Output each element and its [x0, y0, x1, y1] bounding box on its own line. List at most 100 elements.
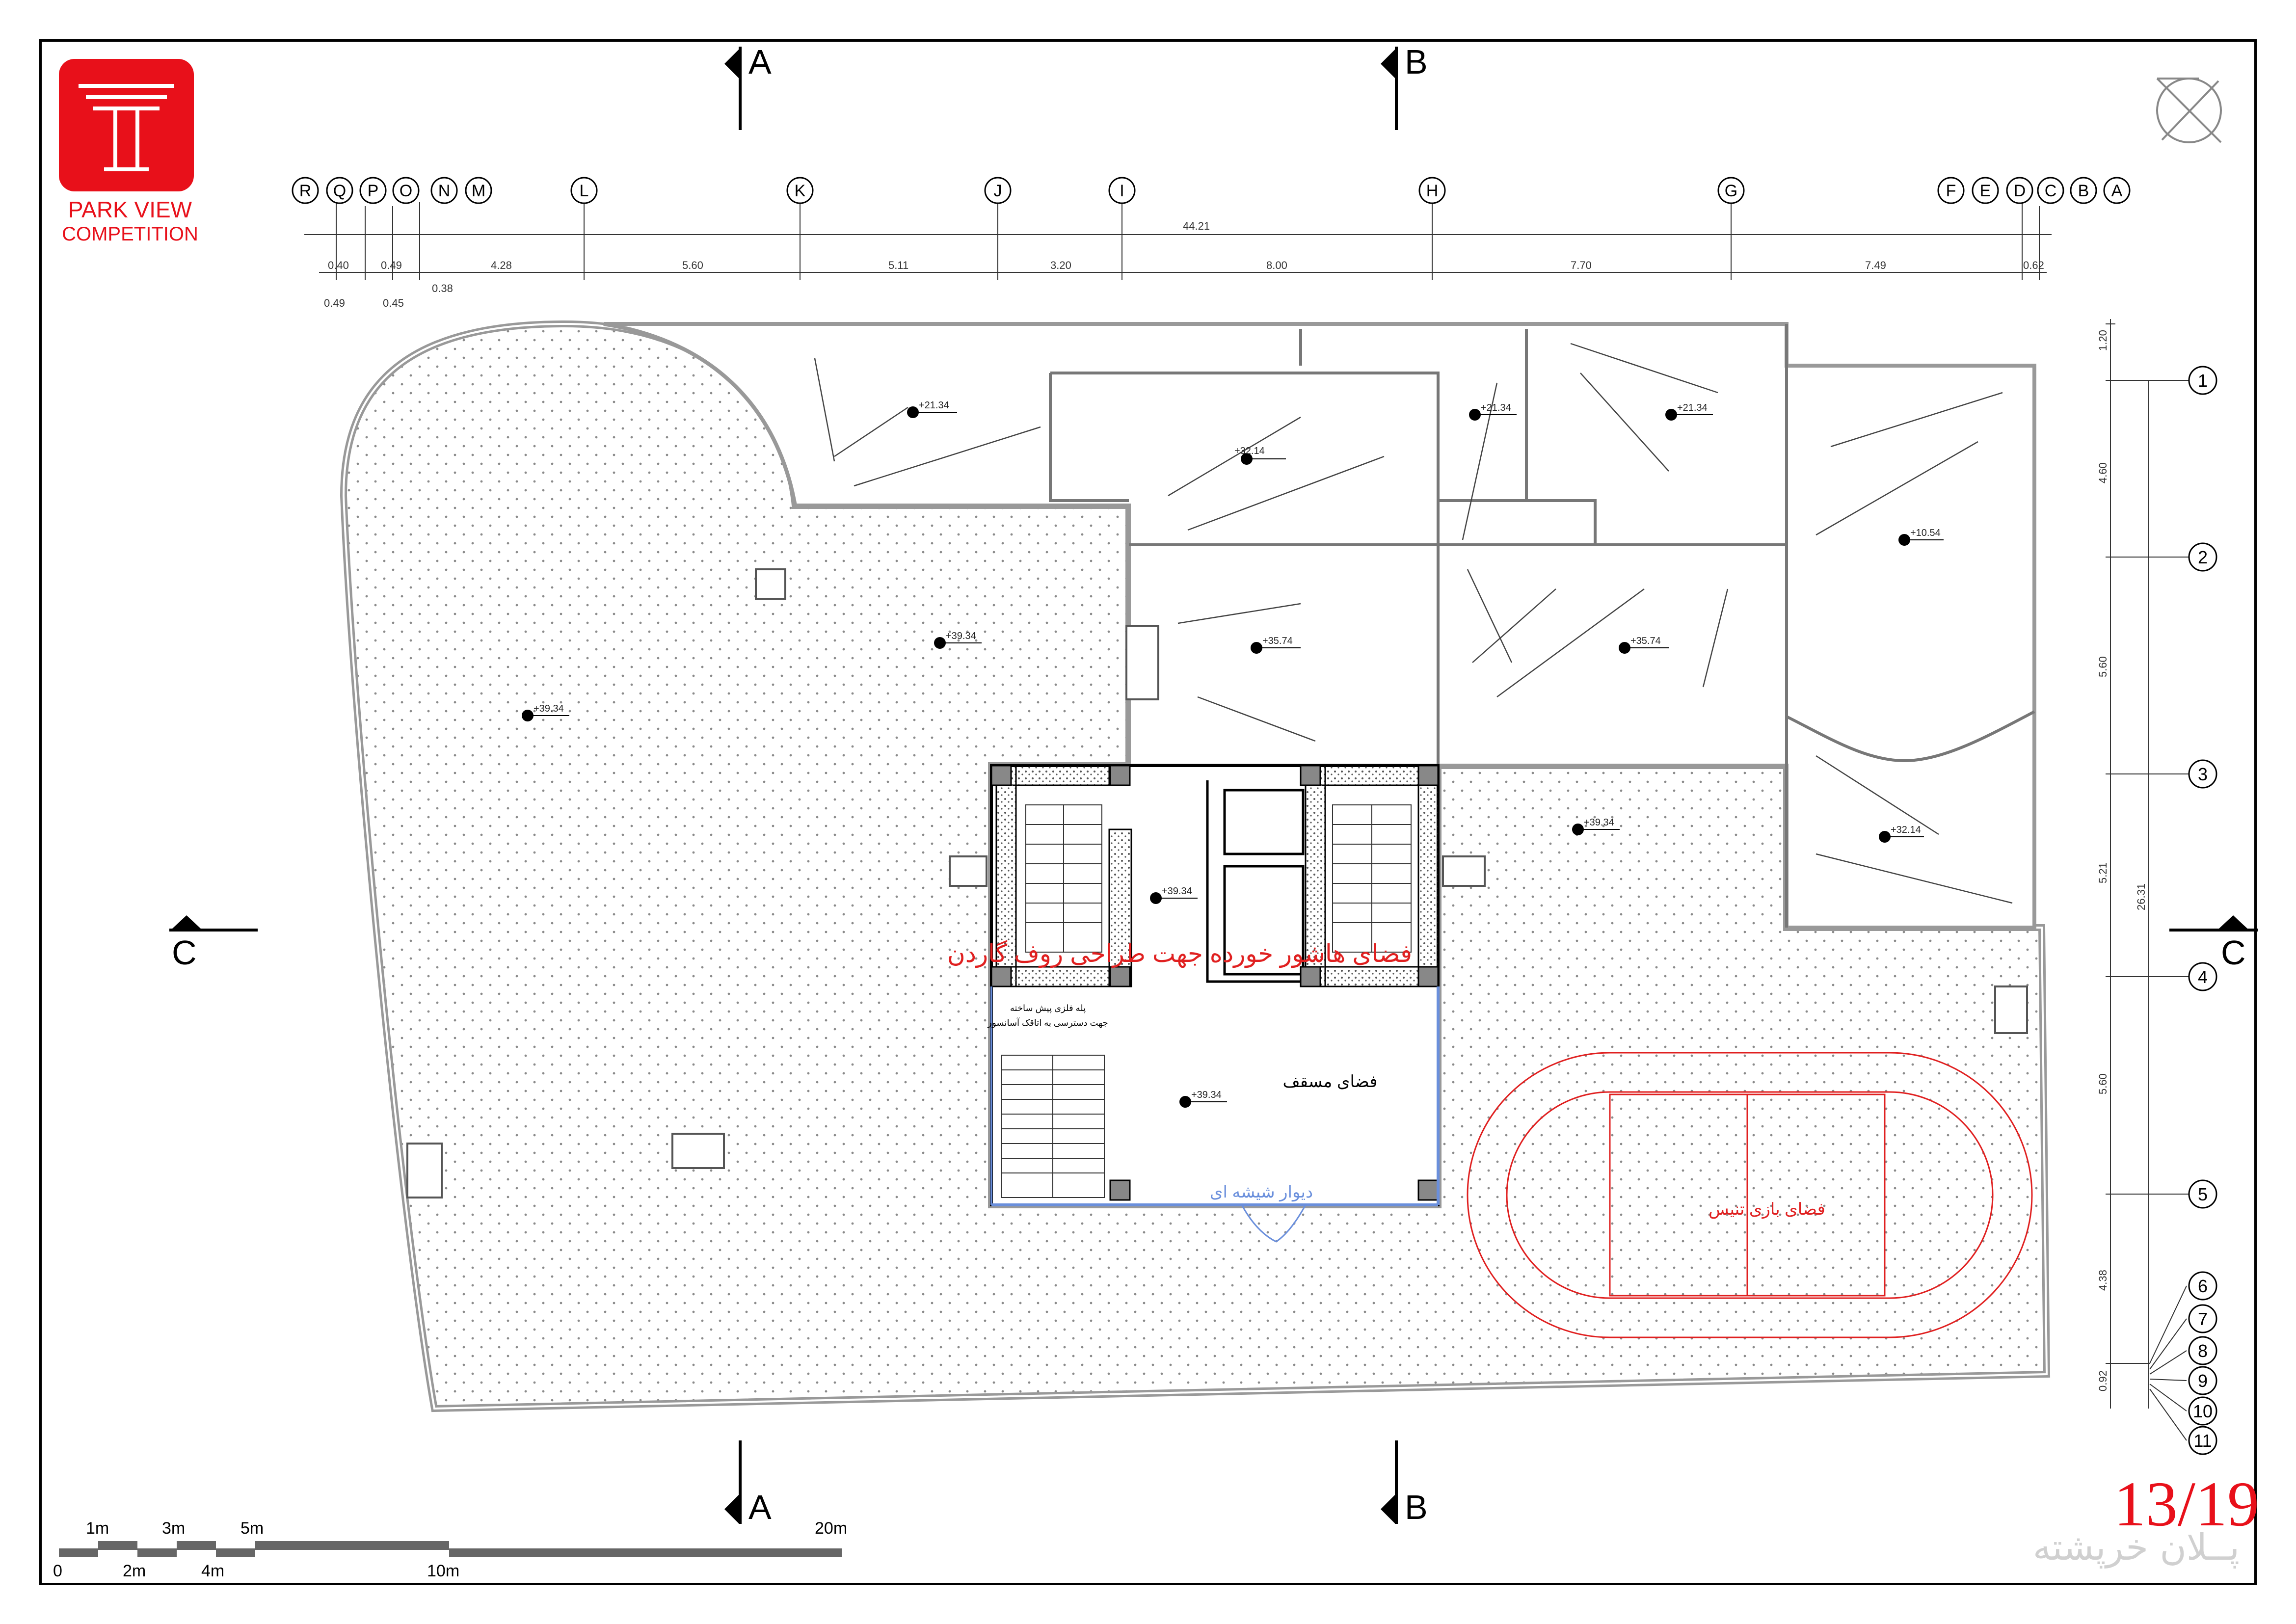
svg-text:O: O: [400, 182, 412, 200]
section-marker-a-top: A: [724, 43, 772, 130]
grid-bubble-7: 7: [2188, 1304, 2217, 1333]
scale-bar: 1m 3m 5m 20m 0 2m 4m 10m: [53, 1519, 847, 1580]
tennis-label: فضای بازی تنیس: [1709, 1200, 1825, 1219]
level-marker-icon: +10.54: [1898, 528, 1944, 546]
svg-text:4.60: 4.60: [2097, 462, 2109, 483]
north-arrow-icon: [2156, 78, 2222, 143]
top-dimension-texts: 44.21 0.40 0.49 4.28 5.60 5.11 3.20 8.00…: [324, 220, 2044, 309]
svg-text:11: 11: [2193, 1431, 2212, 1451]
svg-text:5m: 5m: [240, 1519, 264, 1538]
grid-column-bubbles: R Q P O N M L K J I H G F E D C B A: [292, 177, 2131, 204]
svg-text:0.40: 0.40: [328, 259, 349, 271]
svg-text:D: D: [2014, 182, 2026, 200]
grid-bubble-a: A: [2103, 177, 2131, 204]
section-label-a: A: [748, 1488, 772, 1526]
svg-text:+21.34: +21.34: [919, 400, 949, 411]
tennis-court: [1467, 1052, 2033, 1338]
logo-subtitle: COMPETITION: [62, 223, 198, 245]
level-marker-icon: +32.14: [1234, 446, 1286, 465]
grid-bubble-m: M: [465, 177, 492, 204]
right-dimension-chain: [2106, 319, 2189, 1441]
section-marker-b-top: B: [1381, 43, 1428, 130]
stair-note-1: پله فلزی پیش ساخته: [1010, 1003, 1086, 1013]
level-marker-icon: +21.34: [1665, 402, 1713, 421]
sheet-border: [39, 39, 2257, 1585]
svg-text:+39.34: +39.34: [1162, 886, 1192, 897]
sheet-number: 13/19: [2113, 1469, 2259, 1540]
level-markers: +21.34 +21.34 +21.34 +32.14 +10.54 +35.7…: [522, 400, 1944, 1108]
svg-text:5: 5: [2198, 1184, 2208, 1204]
svg-text:5.21: 5.21: [2097, 862, 2109, 883]
svg-text:M: M: [472, 182, 485, 200]
grid-bubble-r: R: [292, 177, 319, 204]
roof-garden-note: فضای هاشور خورده جهت طراحی روف گاردن: [947, 940, 1412, 968]
grid-bubble-f: F: [1937, 177, 1965, 204]
grid-bubble-l: L: [570, 177, 598, 204]
grid-bubble-o: O: [392, 177, 420, 204]
top-dimension-chain: [304, 202, 2052, 280]
svg-text:Q: Q: [333, 182, 346, 200]
svg-text:P: P: [368, 182, 379, 200]
svg-text:7.49: 7.49: [1865, 259, 1886, 271]
grid-bubble-1: 1: [2188, 366, 2217, 395]
svg-text:0.49: 0.49: [381, 259, 402, 271]
grid-bubble-h: H: [1418, 177, 1446, 204]
section-marker-c-left: C: [169, 915, 258, 972]
section-marker-b-bottom: B: [1381, 1440, 1428, 1526]
grid-bubble-k: K: [786, 177, 814, 204]
annotations: فضای هاشور خورده جهت طراحی روف گاردن پله…: [947, 940, 1825, 1219]
grid-bubble-5: 5: [2188, 1179, 2217, 1209]
grid-bubble-d: D: [2006, 177, 2033, 204]
svg-text:+35.74: +35.74: [1262, 636, 1293, 646]
svg-text:B: B: [2078, 182, 2089, 200]
grid-bubble-3: 3: [2188, 759, 2217, 789]
svg-text:0: 0: [53, 1562, 62, 1580]
level-marker-icon: +39.34: [934, 631, 982, 649]
svg-text:0.49: 0.49: [324, 297, 345, 309]
grid-row-bubbles: 1 2 3 4 5 6 7 8 9 10 11: [2188, 366, 2217, 1455]
svg-text:1.20: 1.20: [2097, 330, 2109, 351]
svg-text:5.60: 5.60: [2097, 656, 2109, 677]
svg-text:7: 7: [2198, 1309, 2208, 1329]
grid-bubble-n: N: [430, 177, 458, 204]
grid-bubble-10: 10: [2188, 1396, 2217, 1426]
logo-icon: [59, 59, 194, 191]
svg-text:3m: 3m: [162, 1519, 185, 1538]
svg-text:44.21: 44.21: [1183, 220, 1210, 232]
svg-text:9: 9: [2198, 1371, 2208, 1391]
svg-text:0.62: 0.62: [2023, 259, 2044, 271]
svg-text:2: 2: [2198, 547, 2208, 567]
level-marker-icon: +39.34: [1572, 817, 1620, 835]
grid-bubble-i: I: [1108, 177, 1136, 204]
grid-bubble-6: 6: [2188, 1271, 2217, 1301]
svg-text:J: J: [994, 182, 1002, 200]
svg-text:0.45: 0.45: [383, 297, 404, 309]
svg-text:26.31: 26.31: [2135, 883, 2147, 910]
grid-bubble-p: P: [359, 177, 387, 204]
logo-name: PARK VIEW: [68, 197, 192, 222]
svg-text:+39.34: +39.34: [1191, 1090, 1222, 1100]
svg-text:K: K: [795, 182, 806, 200]
svg-text:8.00: 8.00: [1266, 259, 1287, 271]
svg-text:4.38: 4.38: [2097, 1270, 2109, 1291]
grid-bubble-11: 11: [2188, 1426, 2217, 1455]
svg-text:7.70: 7.70: [1571, 259, 1592, 271]
svg-text:H: H: [1426, 182, 1439, 200]
right-dimension-texts: 1.20 4.60 5.60 5.21 5.60 4.38 0.92 26.31: [2097, 330, 2147, 1391]
grid-bubble-2: 2: [2188, 542, 2217, 572]
svg-text:4.28: 4.28: [491, 259, 512, 271]
level-marker-icon: +39.34: [1150, 886, 1198, 904]
svg-text:8: 8: [2198, 1341, 2208, 1361]
svg-text:10: 10: [2193, 1401, 2213, 1421]
svg-text:0.92: 0.92: [2097, 1370, 2109, 1391]
svg-text:L: L: [580, 182, 589, 200]
level-marker-icon: +39.34: [1179, 1090, 1227, 1108]
svg-text:C: C: [2045, 182, 2057, 200]
svg-text:+10.54: +10.54: [1910, 528, 1941, 538]
grid-bubble-9: 9: [2188, 1366, 2217, 1395]
svg-text:3: 3: [2198, 764, 2208, 784]
svg-text:R: R: [299, 182, 312, 200]
svg-text:+32.14: +32.14: [1234, 446, 1265, 456]
